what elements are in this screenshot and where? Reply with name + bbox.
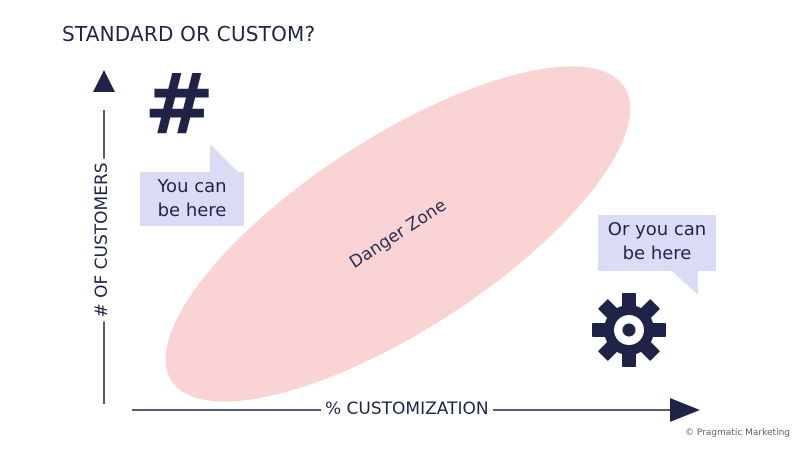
y-axis-label: # OF CUSTOMERS: [92, 158, 112, 322]
bubble-line: be here: [622, 243, 692, 265]
speech-bubble-top-left: You can be here: [140, 144, 244, 226]
x-axis-arrow-icon: [670, 398, 700, 422]
bubble-line: be here: [157, 200, 227, 222]
copyright-notice: © Pragmatic Marketing: [684, 428, 790, 438]
x-axis-label: % CUSTOMIZATION: [321, 399, 493, 419]
gear-icon: [592, 293, 666, 367]
speech-bubble-bottom-right: Or you can be here: [598, 215, 716, 295]
slide-title: STANDARD OR CUSTOM?: [62, 22, 316, 46]
y-axis-arrow-icon: [93, 70, 115, 92]
bubble-line: You can: [157, 176, 227, 197]
bubble-line: Or you can: [607, 219, 707, 240]
hash-icon: #: [144, 55, 215, 153]
danger-zone-ellipse: [165, 66, 631, 402]
